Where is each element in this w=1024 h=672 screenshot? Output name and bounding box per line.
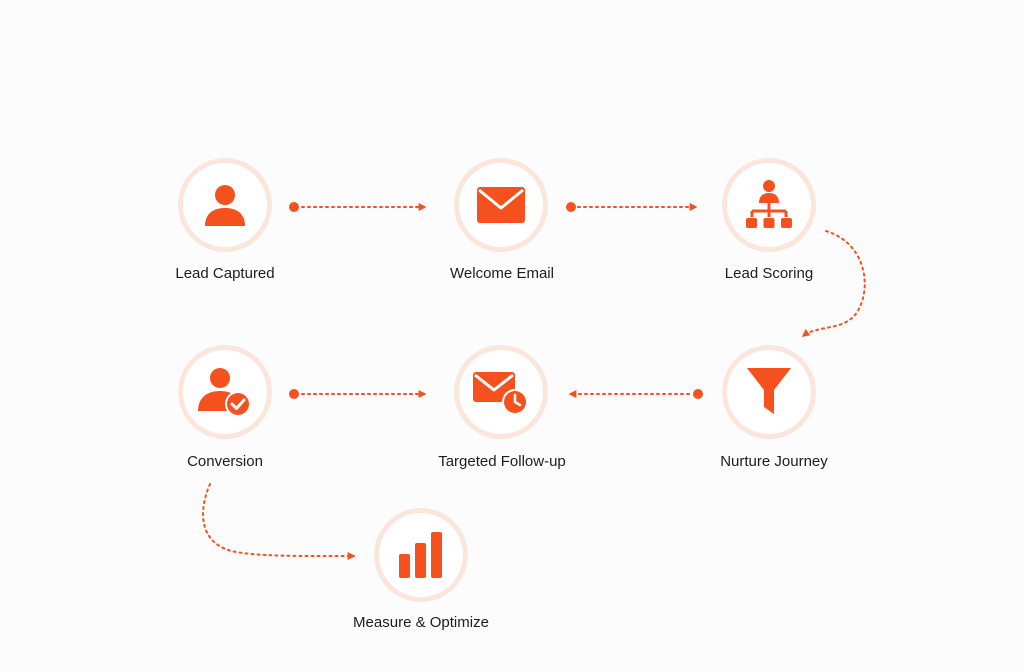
hierarchy-icon [746, 180, 792, 228]
node-label-nurture-journey: Nurture Journey [720, 453, 828, 470]
node-lead-captured [178, 158, 272, 252]
connector-dot [693, 389, 703, 399]
connector-lead-scoring-to-nurture-journey [801, 230, 866, 337]
connector-conversion-to-measure-optimize [202, 483, 356, 561]
node-label-conversion: Conversion [187, 453, 263, 470]
user-icon [205, 185, 245, 226]
node-label-targeted-follow-up: Targeted Follow-up [438, 453, 566, 470]
node-lead-scoring [722, 158, 816, 252]
funnel-icon [747, 368, 791, 414]
node-targeted-follow-up [454, 345, 548, 439]
node-label-lead-captured: Lead Captured [175, 265, 275, 282]
user-check-icon [198, 368, 251, 417]
node-welcome-email [454, 158, 548, 252]
node-nurture-journey [722, 345, 816, 439]
envelope-clock-icon [473, 372, 528, 415]
node-label-measure-optimize: Measure & Optimize [353, 614, 489, 631]
envelope-icon [477, 187, 525, 223]
node-label-lead-scoring: Lead Scoring [724, 265, 814, 282]
node-label-welcome-email: Welcome Email [450, 265, 554, 282]
node-conversion [178, 345, 272, 439]
connector-dot [289, 389, 299, 399]
connector-dot [566, 202, 576, 212]
bar-chart-icon [399, 532, 442, 578]
connector-dot [289, 202, 299, 212]
node-measure-optimize [374, 508, 468, 602]
